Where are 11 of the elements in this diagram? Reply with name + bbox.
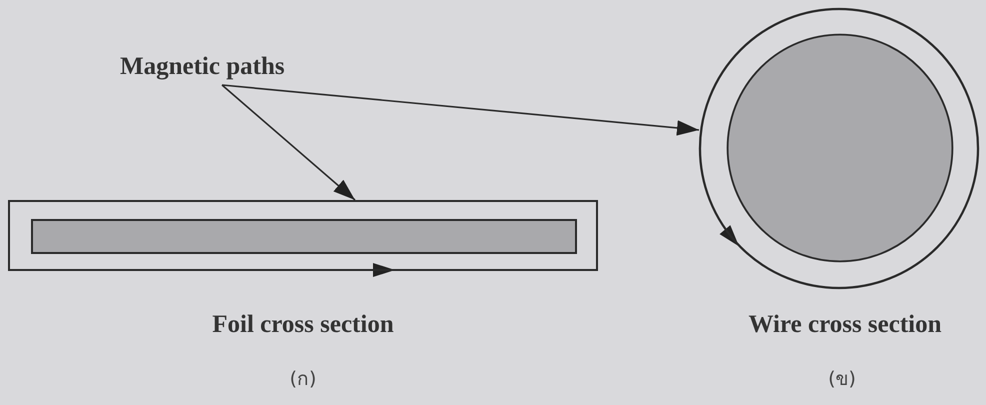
node-label: Wire cross section [748, 310, 942, 340]
wire-core-circle [726, 33, 954, 263]
callout-label: Magnetic paths [120, 52, 285, 82]
foil-bar [31, 219, 577, 254]
panel-label: (ข) [828, 367, 856, 391]
foil-outline-box [8, 200, 598, 271]
wire-outline-circle [698, 7, 980, 290]
arrow [221, 84, 356, 201]
panel-label: (ก) [290, 367, 316, 391]
arrow [222, 84, 700, 136]
node-label: Foil cross section [212, 310, 394, 340]
